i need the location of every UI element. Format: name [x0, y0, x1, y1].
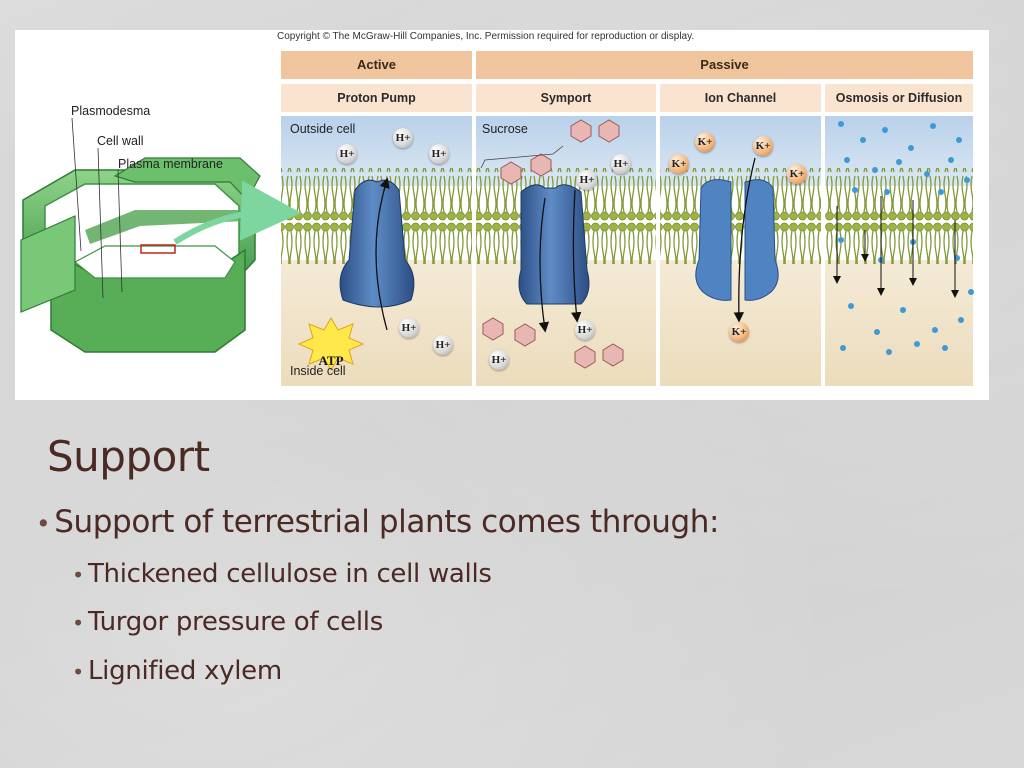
- ion-channel-protein: [695, 157, 779, 323]
- sub-bullet-2: •Turgor pressure of cells: [72, 607, 383, 637]
- label-sucrose: Sucrose: [482, 122, 528, 136]
- header-passive: Passive: [476, 51, 973, 79]
- potassium-ion: K+: [787, 164, 807, 184]
- proton-pump-protein: [339, 177, 415, 331]
- hydrogen-ion: H+: [611, 154, 631, 174]
- sub-bullet-text: Thickened cellulose in cell walls: [87, 559, 492, 589]
- slide-title: Support: [47, 432, 210, 481]
- hydrogen-ion: H+: [337, 144, 357, 164]
- label-inside-cell: Inside cell: [290, 364, 346, 378]
- label-outside-cell: Outside cell: [290, 122, 356, 136]
- column-proton-pump: Proton Pump: [281, 84, 472, 112]
- potassium-ion: K+: [753, 136, 773, 156]
- bullet-main-text: Support of terrestrial plants comes thro…: [54, 504, 720, 540]
- sub-bullet-3: •Lignified xylem: [72, 656, 282, 686]
- sub-bullet-text: Turgor pressure of cells: [87, 607, 383, 637]
- hydrogen-ion: H+: [577, 170, 597, 190]
- label-plasmodesma: Plasmodesma: [71, 104, 151, 118]
- copyright-notice: Copyright © The McGraw-Hill Companies, I…: [277, 31, 695, 42]
- bullet-main: •Support of terrestrial plants comes thr…: [36, 504, 720, 540]
- symport-protein: [518, 184, 590, 333]
- column-osmosis-diffusion: Osmosis or Diffusion: [825, 84, 973, 112]
- hydrogen-ion: H+: [575, 320, 595, 340]
- membrane-transport-figure: Copyright © The McGraw-Hill Companies, I…: [15, 30, 989, 400]
- column-symport: Symport: [476, 84, 656, 112]
- potassium-ion: K+: [669, 154, 689, 174]
- sub-bullet-1: •Thickened cellulose in cell walls: [72, 559, 492, 589]
- header-active: Active: [281, 51, 472, 79]
- atp-label: ATP: [318, 353, 344, 368]
- potassium-ion: K+: [695, 132, 715, 152]
- label-cell-wall: Cell wall: [97, 134, 144, 148]
- hydrogen-ion: H+: [489, 350, 509, 370]
- sub-bullet-text: Lignified xylem: [87, 656, 282, 686]
- label-plasma-membrane: Plasma membrane: [118, 157, 223, 171]
- hydrogen-ion: H+: [429, 144, 449, 164]
- column-ion-channel: Ion Channel: [660, 84, 821, 112]
- potassium-ion: K+: [729, 322, 749, 342]
- hydrogen-ion: H+: [393, 128, 413, 148]
- hydrogen-ion: H+: [399, 318, 419, 338]
- figure-artwork: [20, 50, 974, 386]
- hydrogen-ion: H+: [433, 335, 453, 355]
- plant-cells-illustration: [20, 117, 301, 353]
